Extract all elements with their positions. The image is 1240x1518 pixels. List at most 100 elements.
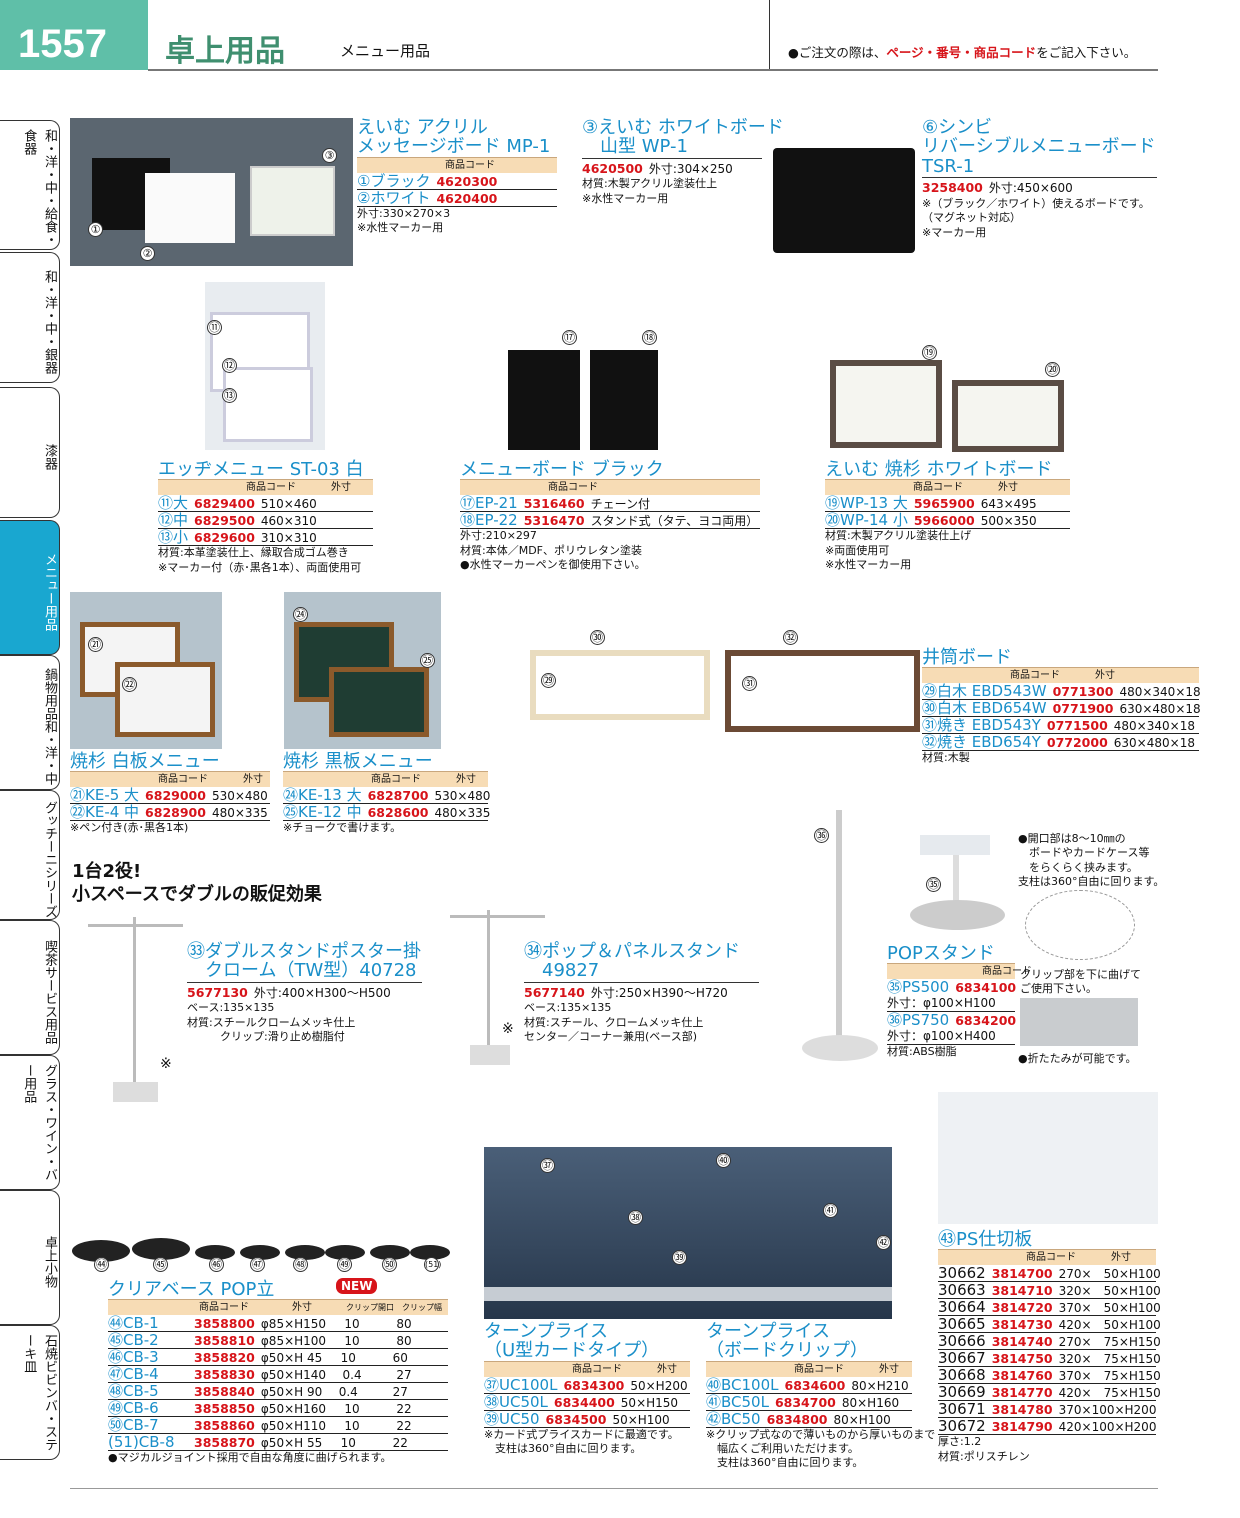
product-code: 5677130 [187, 984, 248, 1000]
product-code: 0772000 [1046, 735, 1108, 751]
product-title-line: エッヂメニュー ST-03 白 [158, 459, 364, 480]
section-tab[interactable]: グラス・ワイン・バー用品 [0, 1055, 60, 1190]
callout-number: ㉑ [88, 637, 103, 652]
feature-line: をらくらく挟みます。 [1018, 860, 1138, 874]
product-code: 5316460 [523, 496, 585, 512]
section-tab[interactable]: 漆器 [0, 387, 60, 518]
product-code: 6828600 [367, 805, 429, 821]
table-header: 商品コード外寸 [158, 479, 373, 496]
product-name: ⑱EP-22 [460, 511, 518, 530]
product-note: 支柱は360°自由に回ります。 [484, 1442, 642, 1456]
product-note: ベース:135×135 [524, 1001, 612, 1015]
section-tab[interactable]: 喫茶サービス用品 [0, 920, 60, 1055]
product-size: 480×335 [434, 806, 491, 821]
product-name: ①ブラック [357, 171, 431, 190]
product-note: クリップ:滑り止め樹脂付 [187, 1030, 345, 1044]
page-number: 1557 [0, 0, 148, 70]
column-header: 商品コード [371, 774, 421, 786]
product-info-row: 3258400 外寸:450×600 [922, 180, 1157, 197]
product-size: 外寸:450×600 [988, 181, 1073, 196]
section-tab[interactable]: 和・洋・中・銀器 [0, 252, 60, 383]
section-tab[interactable]: 卓上小物 [0, 1190, 60, 1325]
section-tab[interactable]: メニュー用品 [0, 520, 60, 655]
product-code: 6828700 [367, 788, 429, 804]
callout-number: ㉚ [590, 630, 605, 645]
product-title-line: TSR-1 [922, 155, 975, 177]
product-code: 3858840 [194, 1384, 255, 1400]
section-tab[interactable]: 鍋物用品和・洋・中 [0, 655, 60, 790]
product-spec: 0.4 [342, 1368, 362, 1383]
product-code: 6834500 [545, 1411, 607, 1427]
product-size: 420×100×H200 [1058, 1420, 1157, 1435]
tagline-line: 1台2役! [72, 861, 142, 882]
product-note: ※カード式プライスカードに最適です。 [484, 1427, 679, 1441]
product-size: φ50×H 45 [260, 1351, 323, 1366]
product-size: φ50×H 55 [260, 1436, 323, 1451]
photo-ps-divider [938, 1092, 1158, 1224]
product-code: 3814790 [991, 1419, 1053, 1435]
product-name: ㊼CB-4 [108, 1365, 159, 1384]
product-note: ●水性マーカーペンを御使用下さい。 [460, 558, 646, 572]
product-title-line: （ボードクリップ） [706, 1340, 868, 1362]
column-header [158, 480, 236, 495]
product-code: 3814710 [991, 1283, 1053, 1299]
section-tab[interactable]: 石焼ビビンバ・ステーキ皿 [0, 1325, 60, 1460]
photo-ps500 [905, 830, 1015, 935]
callout-number: ㊱ [814, 828, 829, 843]
product-title-line: ⑥シンビ [922, 117, 993, 138]
product-note: ※（ブラック／ホワイト）使えるボードです。 [922, 196, 1150, 210]
product-code: 3258400 [922, 180, 983, 196]
product-name: ㊽CB-5 [108, 1382, 159, 1401]
product-code: 3858850 [194, 1401, 255, 1417]
product-name: ㉑KE-5 大 [70, 786, 140, 805]
photo-st03 [205, 282, 325, 450]
section-tab[interactable]: 和・洋・中・給食・食器 [0, 120, 60, 250]
callout-number: ㊻ [209, 1257, 224, 1272]
product-size: φ50×H110 [260, 1419, 327, 1434]
product-name: ㉔KE-13 大 [283, 786, 362, 805]
column-header: 外寸 [1111, 1252, 1131, 1264]
callout-number: ㊶ [823, 1203, 838, 1218]
product-note: ベース:135×135 [187, 1001, 275, 1015]
section-tab[interactable]: グッチーニシリーズ [0, 790, 60, 920]
product-name: 30666 [938, 1332, 986, 1351]
callout-number: ⑪ [207, 320, 222, 335]
header-rule [148, 69, 1158, 71]
photo-tw-stand [88, 912, 188, 1107]
product-note: ※水性マーカー用 [825, 558, 912, 572]
order-note-highlight: ページ・番号・商品コード [886, 45, 1037, 60]
product-size: 510×460 [260, 497, 317, 512]
column-header: 外寸 [331, 482, 351, 494]
product-name: ⑬小 [158, 528, 189, 547]
product-size: 50×H200 [630, 1378, 688, 1393]
product-title-line: クローム（TW型）40728 [187, 960, 417, 982]
product-note: （マグネット対応） [922, 211, 1021, 225]
product-name: ㊿CB-7 [108, 1416, 159, 1435]
product-code: 5965900 [913, 496, 975, 512]
product-note: 材質:スチールクロームメッキ仕上 [187, 1015, 356, 1029]
product-size: スタンド式（タテ、ヨコ両用） [590, 514, 759, 529]
product-note: ※ペン付き(赤･黒各1本) [70, 821, 189, 835]
product-spec: 10 [344, 1402, 360, 1417]
product-note: ※水性マーカー用 [357, 221, 444, 235]
callout-number: ② [140, 246, 155, 261]
order-note-post: をご記入下さい。 [1036, 45, 1137, 60]
product-size: 480×340×18 [1113, 719, 1195, 734]
product-size: φ50×H140 [260, 1368, 327, 1383]
photo-idutsu-white [530, 650, 710, 720]
product-code: 3858860 [194, 1418, 255, 1434]
